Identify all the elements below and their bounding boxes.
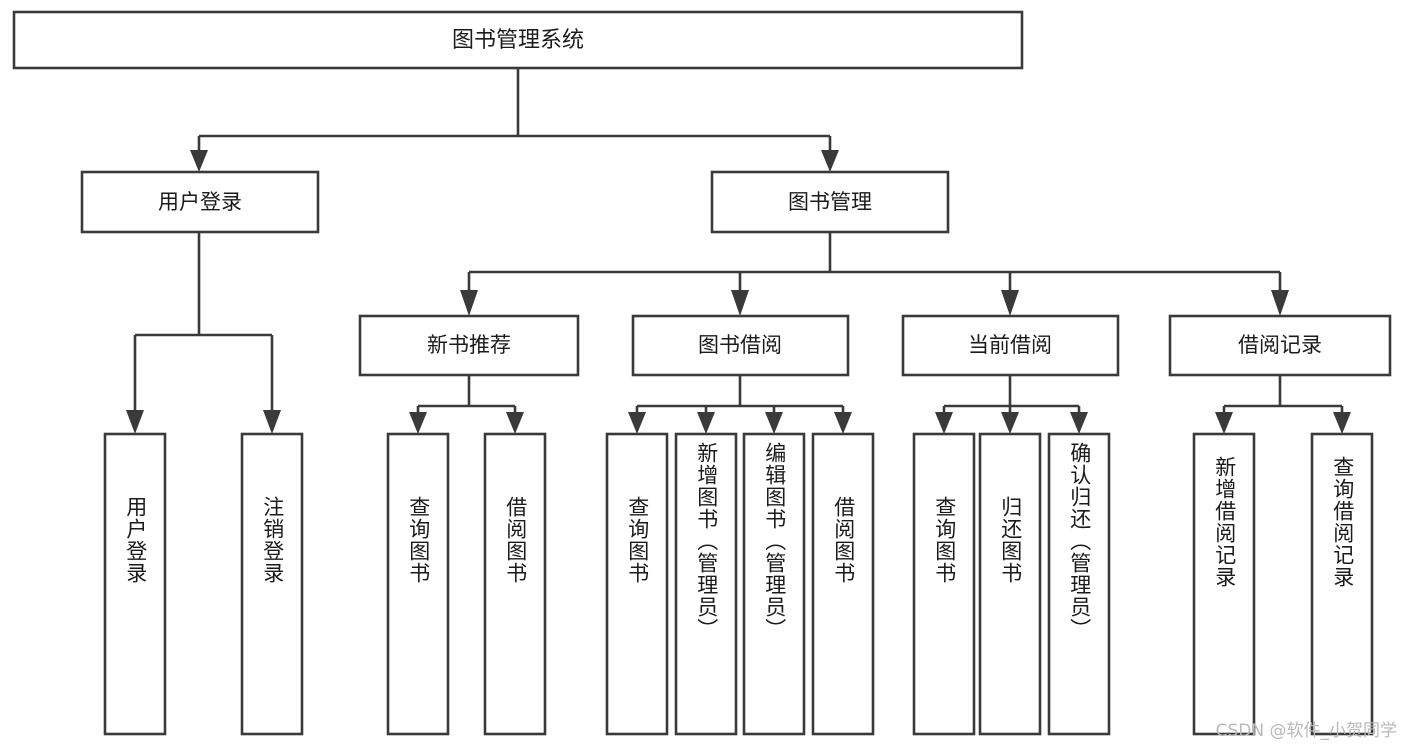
connector-new-book-to-leaves xyxy=(409,375,524,434)
node-user-login[interactable]: 用户登录 xyxy=(80,170,320,234)
arrow-new-book-recommend xyxy=(460,290,478,316)
node-leaf-query-book-3-box[interactable] xyxy=(912,432,976,736)
node-leaf-query-book-2-box[interactable] xyxy=(605,432,669,736)
connector-book-borrow-to-leaves xyxy=(628,375,852,434)
node-leaf-add-book-box[interactable] xyxy=(674,432,738,736)
node-leaf-user-login-box[interactable] xyxy=(103,432,167,736)
arrow-leaf-user-login xyxy=(126,410,144,434)
node-borrow-record[interactable]: 借阅记录 xyxy=(1168,314,1392,377)
node-leaf-borrow-book-1-box[interactable] xyxy=(483,432,547,736)
leaf-boxes xyxy=(103,432,1374,736)
csdn-watermark: CSDN @软件_小贺同学 xyxy=(1215,721,1397,741)
node-book-borrow[interactable]: 图书借阅 xyxy=(631,314,850,377)
arrow-leaf-query-record xyxy=(1333,412,1351,434)
node-current-borrow-label: 当前借阅 xyxy=(968,333,1052,357)
arrow-leaf-query-book-3 xyxy=(935,412,953,434)
node-leaf-confirm-return-box[interactable] xyxy=(1047,432,1111,736)
arrow-leaf-add-book xyxy=(697,412,715,434)
connector-user-login-to-leaves xyxy=(126,232,281,434)
node-leaf-user-logout-box[interactable] xyxy=(240,432,304,736)
arrow-leaf-add-record xyxy=(1215,412,1233,434)
connector-root-to-level1 xyxy=(190,68,839,172)
connector-borrow-record-to-leaves xyxy=(1215,375,1351,434)
node-leaf-query-book-1-box[interactable] xyxy=(386,432,450,736)
arrow-leaf-confirm-return xyxy=(1070,412,1088,434)
node-book-manage-box[interactable] xyxy=(710,170,950,234)
arrow-leaf-borrow-book-1 xyxy=(506,412,524,434)
arrow-leaf-return-book xyxy=(1001,412,1019,434)
node-current-borrow-box[interactable] xyxy=(901,314,1120,377)
node-new-book-recommend-box[interactable] xyxy=(358,314,580,377)
arrow-leaf-edit-book xyxy=(765,412,783,434)
arrow-current-borrow xyxy=(1001,290,1019,316)
node-new-book-recommend-label: 新书推荐 xyxy=(427,333,511,357)
connector-book-manage-to-level2 xyxy=(460,232,1289,316)
node-borrow-record-box[interactable] xyxy=(1168,314,1392,377)
node-user-login-label: 用户登录 xyxy=(158,190,242,214)
node-book-manage[interactable]: 图书管理 xyxy=(710,170,950,234)
arrow-user-login xyxy=(190,150,208,172)
connector-current-borrow-to-leaves xyxy=(935,375,1088,434)
node-borrow-record-label: 借阅记录 xyxy=(1238,333,1322,357)
arrow-leaf-borrow-book-2 xyxy=(834,412,852,434)
arrow-leaf-query-book-2 xyxy=(628,412,646,434)
node-new-book-recommend[interactable]: 新书推荐 xyxy=(358,314,580,377)
node-root-label: 图书管理系统 xyxy=(452,28,584,53)
arrow-leaf-user-logout xyxy=(263,410,281,434)
node-user-login-box[interactable] xyxy=(80,170,320,234)
arrow-borrow-record xyxy=(1271,290,1289,316)
arrow-leaf-query-book-1 xyxy=(409,412,427,434)
node-leaf-borrow-book-2-box[interactable] xyxy=(811,432,875,736)
node-leaf-add-record-box[interactable] xyxy=(1192,432,1256,736)
node-book-borrow-box[interactable] xyxy=(631,314,850,377)
node-book-manage-label: 图书管理 xyxy=(788,190,872,214)
arrow-book-borrow xyxy=(731,290,749,316)
node-leaf-edit-book-box[interactable] xyxy=(742,432,806,736)
node-current-borrow[interactable]: 当前借阅 xyxy=(901,314,1120,377)
node-book-borrow-label: 图书借阅 xyxy=(698,333,782,357)
node-leaf-return-book-box[interactable] xyxy=(978,432,1042,736)
arrow-book-manage xyxy=(821,150,839,172)
node-root[interactable]: 图书管理系统 xyxy=(12,10,1024,70)
node-root-box[interactable] xyxy=(12,10,1024,70)
node-leaf-query-record-box[interactable] xyxy=(1310,432,1374,736)
